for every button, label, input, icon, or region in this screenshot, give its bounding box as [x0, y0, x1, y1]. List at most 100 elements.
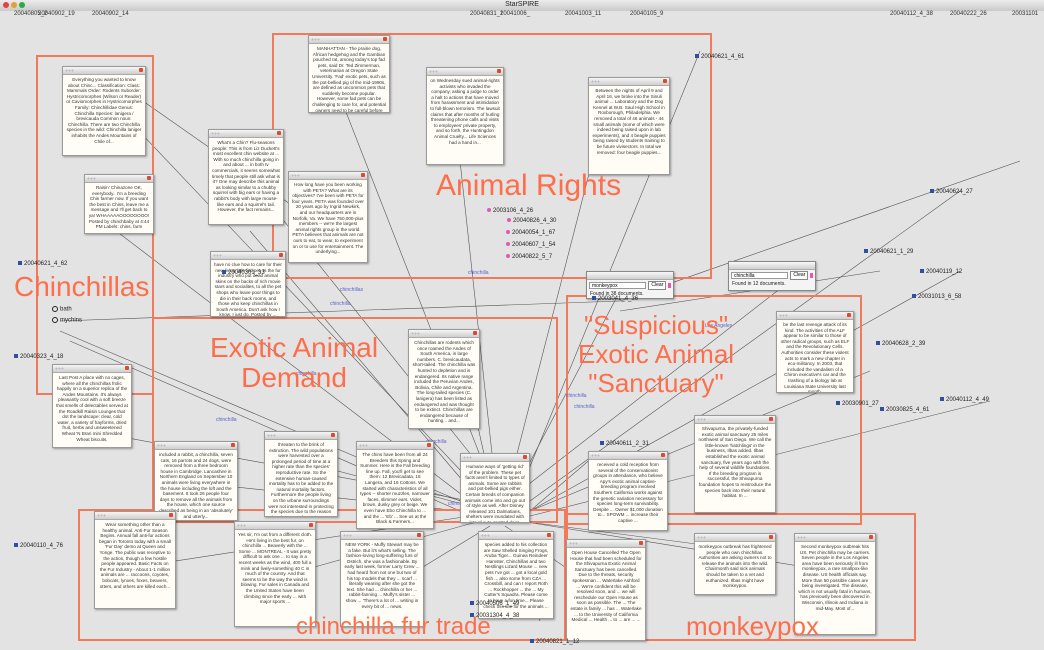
document-card[interactable]: have no clue how to care for their new l…	[210, 251, 286, 317]
document-card[interactable]: monkeypox outbreak has frightened people…	[694, 533, 776, 595]
close-icon[interactable]	[125, 366, 129, 370]
document-card[interactable]: NEW YORK - Muffy Stewart may be a fake. …	[340, 531, 424, 627]
document-node[interactable]: 20031013_6_58	[912, 294, 961, 300]
document-node[interactable]: 20040621_4_62	[18, 261, 67, 267]
close-icon[interactable]	[769, 417, 773, 421]
document-card[interactable]: Second monkeypox outbreak hits US. Pet c…	[794, 533, 876, 635]
close-icon[interactable]	[139, 68, 143, 72]
zoom-window-button[interactable]	[19, 2, 25, 8]
search-input[interactable]	[589, 282, 647, 289]
search-panel[interactable]: Clear Found in 12 documents.	[728, 261, 816, 291]
node-marker-icon	[912, 294, 916, 299]
document-node[interactable]: 20040826_4_30	[507, 218, 556, 224]
document-node[interactable]: 20040621_1_29	[864, 249, 913, 255]
document-card[interactable]: How long have you been working with PETA…	[288, 171, 368, 263]
document-node[interactable]: 20040323_4_18	[14, 354, 63, 360]
close-icon[interactable]	[169, 513, 173, 517]
document-node[interactable]: 20030825_4_61	[880, 407, 929, 413]
top-node-label[interactable]: 20040902_14	[92, 11, 129, 17]
document-card[interactable]: species added to his collection are Saw …	[478, 531, 554, 619]
close-icon[interactable]	[231, 443, 235, 447]
document-node[interactable]: 20040628_2_39	[876, 341, 925, 347]
document-node[interactable]: 20040506_1_49	[470, 601, 519, 607]
top-node-label[interactable]: 20040902_19	[38, 11, 75, 17]
top-node-label[interactable]: 20040112_4_38	[890, 11, 933, 17]
document-card[interactable]: Chinchillas are rodents which once roame…	[408, 329, 480, 429]
document-node[interactable]: 20040054_1_67	[506, 230, 555, 236]
clear-search-button[interactable]: Clear	[790, 271, 809, 280]
document-card[interactable]: Between the nights of April 9 and April …	[588, 77, 670, 175]
document-node[interactable]: 20040821_1_12	[530, 639, 579, 645]
region-exotic-animal-demand[interactable]	[152, 317, 558, 523]
node-label: 20040822_5_7	[512, 254, 553, 260]
document-card[interactable]: What's a Chin? Flu-seasons people: This …	[208, 129, 284, 225]
document-node[interactable]: 20040112_4_49	[940, 397, 989, 403]
close-icon[interactable]	[847, 313, 851, 317]
close-icon[interactable]	[309, 523, 313, 527]
top-node-label[interactable]: 20040105_9	[630, 11, 664, 17]
top-node-label[interactable]: 20040222_26	[950, 11, 987, 17]
close-icon[interactable]	[383, 37, 387, 41]
document-card[interactable]: Open House Cancelled The Open House that…	[566, 539, 646, 641]
close-icon[interactable]	[639, 541, 643, 545]
document-card[interactable]: Raisin' Chinazone OK, everybody.. I'm a …	[84, 174, 154, 234]
document-card[interactable]: Last Post A place with no cages, where a…	[52, 364, 132, 448]
node-marker-icon	[530, 639, 534, 644]
document-node[interactable]: 20040110_4_76	[14, 543, 63, 549]
node-label: 20040621_1_29	[870, 249, 914, 255]
keyword-node[interactable]: bath	[52, 306, 72, 313]
document-node[interactable]: 20040611_2_31	[600, 441, 649, 447]
document-node[interactable]: 20031304_4_38	[470, 613, 519, 619]
close-icon[interactable]	[331, 433, 335, 437]
close-icon[interactable]	[769, 535, 773, 539]
document-node[interactable]: 20040822_5_7	[506, 254, 552, 260]
search-panel[interactable]: Clear Found in 38 documents.	[586, 271, 674, 299]
close-icon[interactable]	[279, 253, 283, 257]
document-card[interactable]: Yes sir, I'm out from a different cloth.…	[234, 521, 316, 627]
document-node[interactable]: 20040621_4_61	[695, 54, 744, 60]
top-node-label[interactable]: 20040831_1	[470, 11, 504, 17]
close-icon[interactable]	[427, 443, 431, 447]
document-card[interactable]: threaten to the brink of extinction. The…	[264, 431, 338, 517]
document-card[interactable]: Everything you wanted to know about Chin…	[62, 66, 146, 156]
close-icon[interactable]	[663, 79, 667, 83]
document-node[interactable]: 20040119_12	[920, 269, 962, 275]
workspace-canvas[interactable]: 20040805_2 20040902_19 20040902_14 20040…	[0, 11, 1044, 650]
close-icon[interactable]	[523, 455, 527, 459]
close-icon[interactable]	[147, 176, 151, 180]
document-node[interactable]: 2003041_4_36	[592, 296, 638, 302]
top-node-label[interactable]: 20031101	[1012, 11, 1039, 17]
region-label-monkeypox: monkeypox	[686, 611, 819, 641]
top-node-label[interactable]: 20041006_	[500, 11, 531, 17]
document-card[interactable]: The chins have been from all 24 Breeders…	[356, 441, 434, 529]
top-node-label[interactable]: 20040805_2	[14, 11, 48, 17]
document-card[interactable]: received a cold reception from several o…	[588, 451, 668, 531]
top-node-label[interactable]: 20041003_11	[565, 11, 602, 17]
document-card[interactable]: on Wednesday sued animal-rights activist…	[426, 67, 504, 165]
close-icon[interactable]	[661, 453, 665, 457]
close-icon[interactable]	[361, 173, 365, 177]
document-card[interactable]: be the last revenge attack of its kind. …	[776, 311, 854, 393]
close-icon[interactable]	[277, 131, 281, 135]
close-icon[interactable]	[417, 533, 421, 537]
search-input[interactable]	[731, 272, 789, 279]
close-window-button[interactable]	[3, 2, 9, 8]
close-icon[interactable]	[547, 533, 551, 537]
document-card[interactable]: Shivapurna, the privately-funded exotic …	[694, 415, 776, 513]
document-node[interactable]: 20040607_1_54	[506, 242, 555, 248]
document-card[interactable]: MANHATTAN - The prairie dog, African hed…	[308, 35, 390, 113]
close-icon[interactable]	[473, 331, 477, 335]
document-node[interactable]: 20030901_27	[836, 401, 879, 407]
keyword-node[interactable]: mychins	[52, 317, 82, 324]
document-node[interactable]: 20040301_33	[222, 270, 265, 276]
region-suspicious-sanctuary[interactable]	[566, 295, 862, 525]
document-card[interactable]: Wear something other than a healthy anim…	[94, 511, 176, 609]
close-icon[interactable]	[869, 535, 873, 539]
document-node[interactable]: 2003106_4_26	[487, 208, 533, 214]
close-icon[interactable]	[497, 69, 501, 73]
document-card[interactable]: Humane ways of 'getting rid' of the prob…	[460, 453, 530, 523]
document-card[interactable]: included a rabbit, a chinchilla, seven c…	[154, 441, 238, 521]
minimize-window-button[interactable]	[11, 2, 17, 8]
clear-search-button[interactable]: Clear	[648, 281, 667, 290]
document-node[interactable]: 20040624_27	[930, 189, 973, 195]
